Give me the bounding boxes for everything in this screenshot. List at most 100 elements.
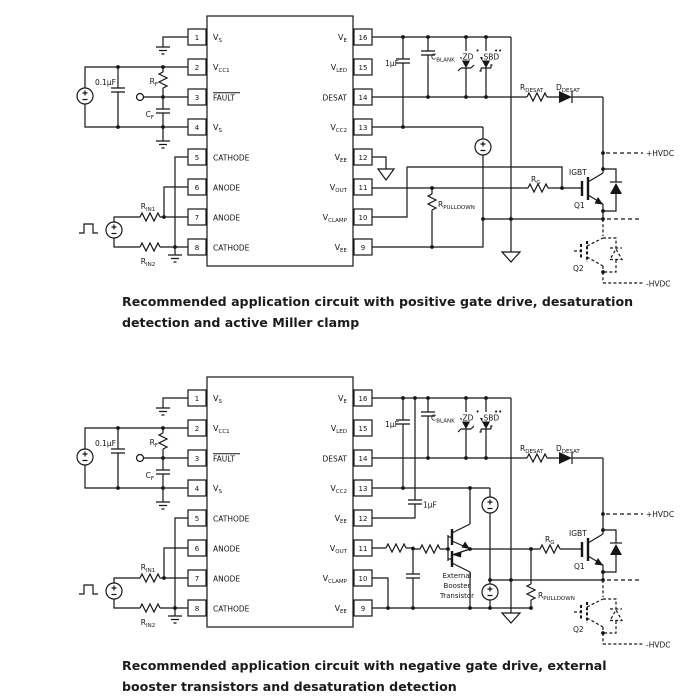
label-q1: Q1 [574,201,585,210]
right-pin-boxes [353,28,373,256]
svg-text:ANODE: ANODE [213,184,240,193]
cap-plates [396,50,435,64]
svg-text:CATHODE: CATHODE [213,154,250,163]
ground-symbols [156,46,182,263]
svg-text:14: 14 [359,94,368,102]
svg-text:Booster: Booster [444,582,471,590]
vee-source-polarity [487,586,493,597]
svg-text:CATHODE: CATHODE [213,244,250,253]
svg-text:6: 6 [195,184,200,192]
rf-resistor [157,71,169,89]
vcc2-supply-source [474,138,492,156]
label-rpulldown: RPULLDOWN [438,200,475,211]
rdesat-resistor [526,91,548,103]
igbt-ce-leads [587,172,604,205]
junction-dots [116,65,177,249]
rpulldown-resistor [426,193,438,211]
label-igbt: IGBT [569,168,587,177]
igbt-emitter-arrow [594,197,603,205]
svg-text:VCLAMP: VCLAMP [323,213,348,224]
cap-plates [406,499,422,579]
caption-top-line2: detection and active Miller clamp [122,315,360,330]
svg-text:1: 1 [195,34,199,42]
svg-text:2: 2 [195,64,199,72]
svg-text:ANODE: ANODE [213,214,240,223]
schottky-bar [479,64,493,72]
label-rin2: RIN2 [141,257,155,268]
svg-text:16: 16 [359,34,368,42]
vcc1-supply-source [76,87,94,105]
svg-text:7: 7 [195,214,199,222]
svg-text:VS: VS [213,33,222,44]
label-external-booster: External Booster Transistor [439,572,474,600]
svg-text:VS: VS [213,123,222,134]
junction-dots [401,35,488,129]
svg-text:VLED: VLED [331,63,347,74]
sbd-footnote-mark: •• [494,47,502,55]
label-rin1: RIN1 [141,202,155,213]
q2-lowside-dashed [574,219,643,284]
ic-block-copy [187,376,373,628]
vcc2-source-polarity [480,141,486,152]
freewheel-diode [610,183,622,194]
svg-text:11: 11 [359,184,368,192]
junction-dots [430,186,564,249]
label-rg: RG [545,535,554,546]
rg-resistor [527,182,549,194]
caption-bottom-line1: Recommended application circuit with neg… [122,658,607,673]
caption-bottom: Recommended application circuit with neg… [122,655,687,697]
svg-text:FAULT: FAULT [213,94,235,103]
booster-resistor1 [385,542,407,554]
vcc2-supply-source [481,496,499,514]
collector-emitter-wires [510,37,617,252]
label-rg: RG [531,175,540,186]
rin2-resistor [139,241,161,253]
c1-wires [372,126,570,248]
svg-text:VEE: VEE [335,243,348,254]
desat-protection-cluster-copy [371,395,604,491]
rpulldown-resistor [525,583,537,601]
label-rpulldown: RPULLDOWN [538,591,575,602]
caption-top-line1: Recommended application circuit with pos… [122,294,634,309]
svg-text:3: 3 [195,94,199,102]
svg-text:12: 12 [359,154,368,162]
svg-text:13: 13 [359,124,368,132]
output-power-stage: IGBT Q1 Q2 +HVDC -HVDC [500,37,674,289]
output-power-stage-copy [500,396,676,651]
label-ddesat: DDESAT [556,83,580,94]
input-source-polarity [111,224,117,235]
booster-resistor2 [419,543,441,555]
pnp-emitter-arrow [453,551,462,558]
cap-plates [111,87,170,114]
svg-text:VOUT: VOUT [330,183,348,194]
left-input-network: 0.1µF RF CF RIN1 RIN2 [76,36,188,268]
pin-numbers: 1 2 3 4 5 6 7 8 16 15 14 13 12 11 10 9 [195,34,368,252]
label-hvdc-minus: -HVDC [646,280,671,289]
label-rf: RF [150,77,158,88]
ddesat-diode [559,91,572,103]
vee-supply-source [481,583,499,601]
svg-text:VE: VE [338,33,347,44]
npn-emitter-arrow [461,541,470,549]
left-pin-labels: VS VCC1 FAULT VS CATHODE ANODE ANODE CAT… [213,33,250,253]
q2-ce-leads [586,237,604,267]
svg-text:10: 10 [359,214,368,222]
label-cblank: CBLANK [431,53,455,64]
vcc2-source-polarity [487,499,493,510]
ic-body [206,15,354,267]
common-reference-symbol [500,251,522,263]
svg-text:External: External [442,572,471,580]
label-sbd: SBD [484,53,500,62]
circuit1-gate-drive: RG RPULLDOWN [372,126,570,249]
fault-terminal [135,92,145,102]
zd-footnote-mark: • [476,47,480,55]
circuit2-gate-drive: 1µF RG RPULLDOWN External Booster Transi… [372,396,575,610]
vee-common-symbol [376,168,396,182]
junction-dots [509,151,605,274]
caption-bottom-line2: booster transistors and desaturation det… [122,679,457,694]
pulse-waveform-icon [79,223,98,234]
svg-text:9: 9 [361,244,365,252]
svg-text:5: 5 [195,154,199,162]
q2-diode [608,247,624,261]
q2-bars [580,241,588,262]
